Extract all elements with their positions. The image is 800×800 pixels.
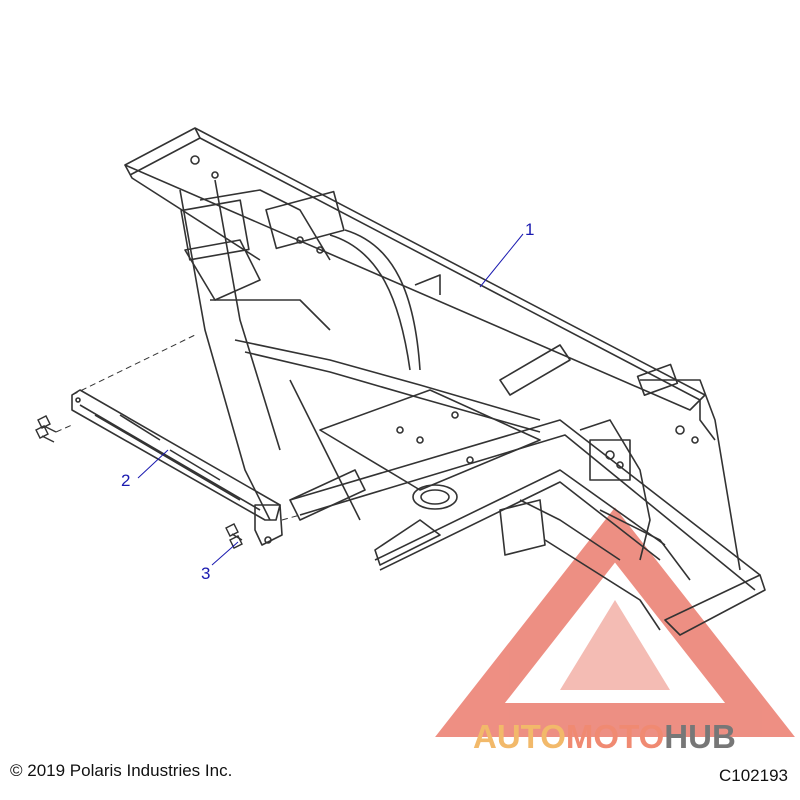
drawing-number: C102193 [718, 766, 788, 785]
front-crossmember-part [71, 389, 283, 546]
copyright-text: © 2019 Polaris Industries Inc. [10, 761, 233, 780]
bolt-part-icon [35, 415, 243, 549]
callout-1: 1 [525, 220, 535, 239]
watermark-logo: AUTOMOTOHUB [473, 718, 736, 756]
callout-leaders [137, 233, 524, 566]
watermark-hub: HUB [664, 718, 736, 755]
assembly-dashed-lines [55, 334, 301, 521]
callout-2: 2 [121, 471, 131, 490]
main-frame [124, 127, 766, 636]
watermark-auto: AUTO [473, 718, 566, 755]
watermark-moto: MOTO [565, 718, 665, 755]
watermark-triangle-icon [435, 507, 795, 737]
callout-3: 3 [201, 564, 211, 583]
